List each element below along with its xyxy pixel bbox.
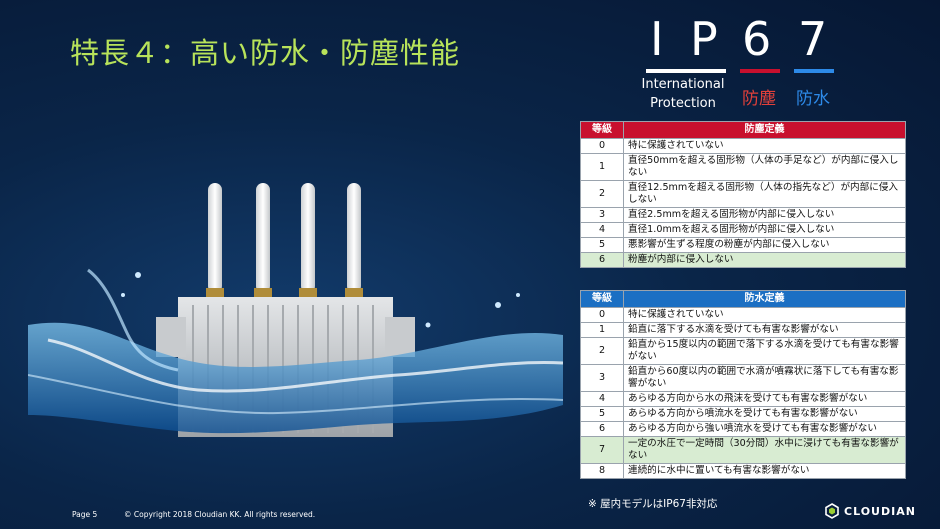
logo-text: CLOUDIAN bbox=[844, 504, 916, 518]
cloudian-logo-icon bbox=[825, 503, 839, 519]
ip-bar-blue bbox=[794, 69, 834, 73]
slide-title: 特長４：高い防水・防塵性能 bbox=[70, 36, 461, 70]
ip-dust-label: 防塵 bbox=[742, 89, 776, 109]
definition-cell: 直径50mmを超える固形物（人体の手足など）が内部に侵入しない bbox=[623, 153, 906, 181]
table-row: 3 直径2.5mmを超える固形物が内部に侵入しない bbox=[580, 207, 906, 223]
table-row-highlighted: 6 粉塵が内部に侵入しない bbox=[580, 252, 906, 268]
table-row: 4 あらゆる方向から水の飛沫を受けても有害な影響がない bbox=[580, 391, 906, 407]
level-cell: 2 bbox=[580, 337, 624, 365]
ip-subtitle-2: Protection bbox=[650, 96, 716, 111]
level-cell: 4 bbox=[580, 222, 624, 238]
definition-cell: 粉塵が内部に侵入しない bbox=[623, 252, 906, 268]
level-cell: 6 bbox=[580, 252, 624, 268]
table-header: 等級 防水定義 bbox=[580, 290, 906, 308]
level-cell: 6 bbox=[580, 421, 624, 437]
definition-cell: 連続的に水中に置いても有害な影響がない bbox=[623, 463, 906, 479]
level-cell: 8 bbox=[580, 463, 624, 479]
table-row: 2 直径12.5mmを超える固形物（人体の指先など）が内部に侵入しない bbox=[580, 180, 906, 208]
antenna-group bbox=[206, 183, 363, 298]
ip-bar-white bbox=[646, 69, 726, 73]
table-row: 2 鉛直から15度以内の範囲で落下する水滴を受けても有害な影響がない bbox=[580, 337, 906, 365]
definition-cell: 直径12.5mmを超える固形物（人体の指先など）が内部に侵入しない bbox=[623, 180, 906, 208]
definition-cell: 特に保護されていない bbox=[623, 138, 906, 154]
dust-protection-table: 等級 防塵定義 0 特に保護されていない 1 直径50mmを超える固形物（人体の… bbox=[580, 121, 906, 268]
definition-cell: 鉛直から60度以内の範囲で水滴が噴霧状に落下しても有害な影響がない bbox=[623, 364, 906, 392]
definition-cell: あらゆる方向から噴流水を受けても有害な影響がない bbox=[623, 406, 906, 422]
table-row: 0 特に保護されていない bbox=[580, 138, 906, 154]
cloudian-logo: CLOUDIAN bbox=[824, 503, 916, 519]
table-row: 8 連続的に水中に置いても有害な影響がない bbox=[580, 463, 906, 479]
ip-subtitle-1: International bbox=[641, 77, 725, 92]
ip-bar-red bbox=[740, 69, 780, 73]
ip-digit-water: 7 bbox=[798, 12, 828, 66]
level-cell: 7 bbox=[580, 436, 624, 464]
ip-letter-p: P bbox=[690, 12, 718, 66]
definition-cell: あらゆる方向から強い噴流水を受けても有害な影響がない bbox=[623, 421, 906, 437]
level-cell: 3 bbox=[580, 207, 624, 223]
table-row: 0 特に保護されていない bbox=[580, 307, 906, 323]
page-number: Page 5 bbox=[72, 510, 98, 519]
level-cell: 1 bbox=[580, 153, 624, 181]
level-cell: 5 bbox=[580, 237, 624, 253]
level-cell: 4 bbox=[580, 391, 624, 407]
table-row: 5 悪影響が生ずる程度の粉塵が内部に侵入しない bbox=[580, 237, 906, 253]
header-definition: 防水定義 bbox=[623, 290, 906, 308]
definition-cell: 鉛直に落下する水滴を受けても有害な影響がない bbox=[623, 322, 906, 338]
table-row: 6 あらゆる方向から強い噴流水を受けても有害な影響がない bbox=[580, 421, 906, 437]
level-cell: 0 bbox=[580, 307, 624, 323]
level-cell: 3 bbox=[580, 364, 624, 392]
table-row: 3 鉛直から60度以内の範囲で水滴が噴霧状に落下しても有害な影響がない bbox=[580, 364, 906, 392]
table-row-highlighted: 7 一定の水圧で一定時間（30分間）水中に浸けても有害な影響がない bbox=[580, 436, 906, 464]
copyright-text: © Copyright 2018 Cloudian KK. All rights… bbox=[124, 510, 316, 519]
level-cell: 2 bbox=[580, 180, 624, 208]
water-protection-table: 等級 防水定義 0 特に保護されていない 1 鉛直に落下する水滴を受けても有害な… bbox=[580, 290, 906, 479]
table-header: 等級 防塵定義 bbox=[580, 121, 906, 139]
table-row: 4 直径1.0mmを超える固形物が内部に侵入しない bbox=[580, 222, 906, 238]
definition-cell: 鉛直から15度以内の範囲で落下する水滴を受けても有害な影響がない bbox=[623, 337, 906, 365]
device-water-illustration bbox=[28, 183, 563, 437]
header-definition: 防塵定義 bbox=[623, 121, 906, 139]
ip-digit-dust: 6 bbox=[742, 12, 772, 66]
definition-cell: 直径1.0mmを超える固形物が内部に侵入しない bbox=[623, 222, 906, 238]
table-row: 1 直径50mmを超える固形物（人体の手足など）が内部に侵入しない bbox=[580, 153, 906, 181]
level-cell: 1 bbox=[580, 322, 624, 338]
header-level: 等級 bbox=[580, 121, 624, 139]
level-cell: 0 bbox=[580, 138, 624, 154]
definition-cell: 直径2.5mmを超える固形物が内部に侵入しない bbox=[623, 207, 906, 223]
definition-cell: 特に保護されていない bbox=[623, 307, 906, 323]
ip-letter-i: I bbox=[650, 12, 664, 66]
table-row: 5 あらゆる方向から噴流水を受けても有害な影響がない bbox=[580, 406, 906, 422]
definition-cell: あらゆる方向から水の飛沫を受けても有害な影響がない bbox=[623, 391, 906, 407]
definition-cell: 一定の水圧で一定時間（30分間）水中に浸けても有害な影響がない bbox=[623, 436, 906, 464]
header-level: 等級 bbox=[580, 290, 624, 308]
table-row: 1 鉛直に落下する水滴を受けても有害な影響がない bbox=[580, 322, 906, 338]
ip67-badge: I P 6 7 International Protection 防塵 防水 bbox=[640, 12, 840, 122]
definition-cell: 悪影響が生ずる程度の粉塵が内部に侵入しない bbox=[623, 237, 906, 253]
level-cell: 5 bbox=[580, 406, 624, 422]
indoor-model-note: ※ 屋内モデルはIP67非対応 bbox=[588, 498, 718, 510]
ip-water-label: 防水 bbox=[796, 89, 830, 109]
